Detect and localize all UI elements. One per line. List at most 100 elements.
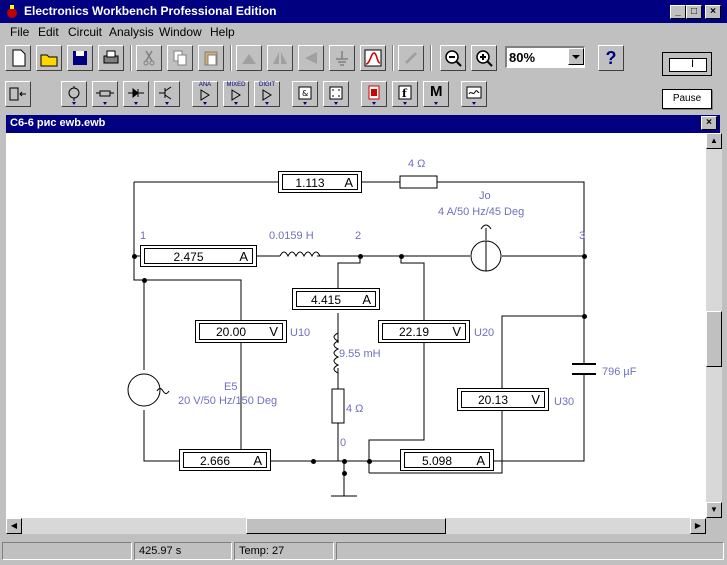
node-1-label: 1 bbox=[140, 230, 147, 242]
junction-node bbox=[342, 471, 347, 476]
inductor-mid-label: 9.55 mH bbox=[339, 348, 381, 360]
analog-ics-label: ANA bbox=[198, 82, 212, 88]
meter-value: 1.113 bbox=[295, 176, 325, 190]
component-properties-button[interactable] bbox=[398, 45, 424, 71]
flip-vertical-button[interactable] bbox=[298, 45, 324, 71]
horizontal-scrollbar[interactable]: ◀ ▶ bbox=[6, 518, 706, 534]
zoom-select[interactable]: 80% bbox=[505, 46, 585, 68]
maximize-button[interactable]: □ bbox=[686, 5, 702, 19]
power-switch-track bbox=[669, 58, 707, 72]
svg-text:f: f bbox=[402, 87, 408, 100]
source-icon bbox=[68, 86, 80, 105]
digital-bin-button[interactable] bbox=[323, 81, 349, 107]
print-button[interactable] bbox=[98, 45, 124, 71]
miscellaneous-bin-button[interactable]: M bbox=[423, 81, 449, 107]
flipflop-icon bbox=[329, 86, 343, 105]
horizontal-scroll-thumb[interactable] bbox=[246, 518, 446, 534]
vertical-scrollbar[interactable]: ▲ ▼ bbox=[706, 133, 722, 518]
basic-bin-button[interactable] bbox=[92, 81, 118, 107]
controls-bin-button[interactable]: f bbox=[392, 81, 418, 107]
close-button[interactable]: × bbox=[705, 5, 721, 19]
sources-bin-button[interactable] bbox=[61, 81, 87, 107]
meter-value: 4.415 bbox=[310, 293, 342, 307]
meter-unit: A bbox=[253, 453, 262, 468]
scroll-down-button[interactable]: ▼ bbox=[706, 502, 722, 518]
analog-ics-bin-button[interactable]: ANA bbox=[192, 81, 218, 107]
zoom-out-button[interactable] bbox=[440, 45, 466, 71]
flip-horizontal-button[interactable] bbox=[267, 45, 293, 71]
power-switch[interactable]: I bbox=[662, 52, 712, 76]
vertical-scroll-thumb[interactable] bbox=[706, 311, 722, 367]
inductor-top-label: 0.0159 H bbox=[269, 230, 314, 242]
meter-unit: A bbox=[344, 175, 353, 190]
capacitor-label: 796 µF bbox=[602, 366, 637, 378]
scroll-up-button[interactable]: ▲ bbox=[706, 133, 722, 149]
mixed-ics-bin-button[interactable]: MIXED bbox=[223, 81, 249, 107]
chevron-down-icon bbox=[572, 55, 580, 59]
menu-window[interactable]: Window bbox=[159, 25, 202, 39]
app-icon[interactable] bbox=[4, 4, 20, 19]
scroll-corner bbox=[706, 518, 722, 534]
instruments-bin-button[interactable] bbox=[461, 81, 487, 107]
scroll-left-button[interactable]: ◀ bbox=[6, 518, 22, 534]
rotate-button[interactable] bbox=[236, 45, 262, 71]
open-button[interactable] bbox=[36, 45, 62, 71]
meter-value: 20.00 bbox=[215, 325, 247, 339]
transistors-bin-button[interactable] bbox=[154, 81, 180, 107]
menu-bar: File Edit Circuit Analysis Window Help bbox=[0, 23, 727, 41]
circuit-window-title: С6-6 рис ewb.ewb bbox=[10, 117, 106, 129]
transistor-icon bbox=[159, 86, 172, 105]
ammeter-top[interactable]: 1.113 A bbox=[278, 171, 362, 193]
resistor-top-label: 4 Ω bbox=[408, 158, 426, 170]
indicators-bin-button[interactable] bbox=[361, 81, 387, 107]
diodes-bin-button[interactable] bbox=[123, 81, 149, 107]
scroll-right-button[interactable]: ▶ bbox=[690, 518, 706, 534]
meter-unit: V bbox=[269, 324, 278, 339]
menu-circuit[interactable]: Circuit bbox=[68, 25, 103, 39]
mixed-ic-icon bbox=[231, 89, 241, 105]
graph-icon bbox=[364, 49, 382, 67]
misc-bin-icon bbox=[434, 102, 438, 105]
scissors-icon bbox=[143, 50, 155, 66]
circuit-wires bbox=[127, 175, 596, 497]
help-button[interactable]: ? bbox=[598, 45, 624, 71]
zoom-dropdown-arrow[interactable] bbox=[568, 48, 584, 65]
digital-ics-bin-button[interactable]: DIGIT bbox=[254, 81, 280, 107]
voltmeter-u10[interactable]: 20.00 V bbox=[195, 320, 287, 343]
copy-button[interactable] bbox=[167, 45, 193, 71]
misc-bin-label: M bbox=[430, 83, 443, 100]
menu-edit[interactable]: Edit bbox=[38, 25, 59, 39]
meter-unit: A bbox=[476, 453, 485, 468]
new-button[interactable] bbox=[5, 45, 31, 71]
circuit-window-close-button[interactable]: × bbox=[701, 116, 717, 130]
instrument-icon bbox=[466, 86, 482, 105]
mixed-ics-label: MIXED bbox=[226, 82, 246, 88]
graph-button[interactable] bbox=[360, 45, 386, 71]
save-button[interactable] bbox=[67, 45, 93, 71]
favorites-bin-button[interactable] bbox=[5, 81, 31, 107]
cut-button[interactable] bbox=[136, 45, 162, 71]
menu-file[interactable]: File bbox=[10, 25, 30, 39]
menu-analysis[interactable]: Analysis bbox=[109, 25, 154, 39]
zoom-in-button[interactable] bbox=[471, 45, 497, 71]
logic-gates-bin-button[interactable]: & bbox=[292, 81, 318, 107]
node-3-label: 3 bbox=[579, 230, 586, 242]
minimize-button[interactable]: _ bbox=[670, 5, 686, 19]
pause-button[interactable]: Pause bbox=[662, 89, 712, 109]
menu-help[interactable]: Help bbox=[210, 25, 235, 39]
subcircuit-button[interactable] bbox=[329, 45, 355, 71]
meter-value: 2.475 bbox=[173, 250, 204, 264]
meter-unit: V bbox=[531, 392, 540, 407]
paste-button[interactable] bbox=[198, 45, 224, 71]
junction-node bbox=[311, 459, 316, 464]
junction-node bbox=[399, 254, 404, 259]
